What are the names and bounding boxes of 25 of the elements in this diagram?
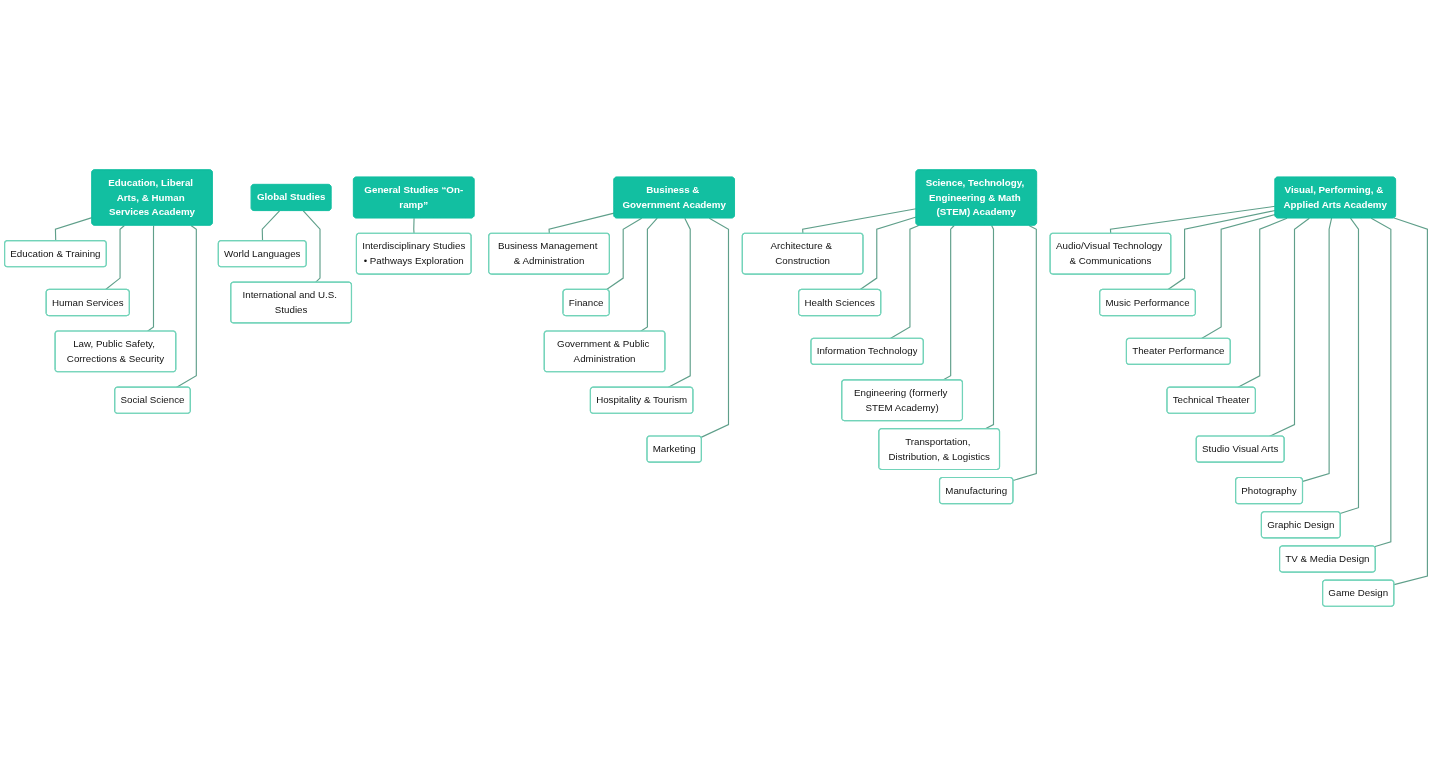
connector	[942, 224, 955, 381]
connector	[1109, 205, 1276, 235]
connector	[984, 224, 995, 430]
connector	[1339, 217, 1360, 515]
connector	[175, 224, 197, 388]
connector	[859, 216, 917, 291]
connector	[1167, 209, 1276, 291]
connector	[413, 217, 415, 235]
connector	[700, 217, 730, 438]
connector	[605, 217, 643, 291]
connector	[889, 224, 920, 340]
connector	[146, 224, 155, 332]
connector	[302, 210, 321, 283]
connector	[104, 224, 125, 291]
connector	[1302, 217, 1333, 482]
connector	[1012, 224, 1037, 481]
connector	[548, 212, 615, 235]
connector	[640, 217, 658, 332]
connector	[1200, 214, 1276, 340]
connector	[1393, 217, 1428, 586]
connector	[54, 217, 93, 242]
connector	[802, 208, 917, 235]
connector	[261, 210, 281, 242]
connector	[667, 217, 691, 388]
connector	[1370, 217, 1392, 548]
